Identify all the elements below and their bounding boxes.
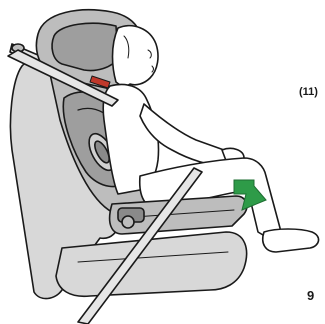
child-foot bbox=[263, 229, 319, 252]
page-number: 9 bbox=[307, 288, 314, 303]
step-reference: (11) bbox=[299, 86, 318, 98]
headrest-inner-padding bbox=[52, 23, 118, 70]
